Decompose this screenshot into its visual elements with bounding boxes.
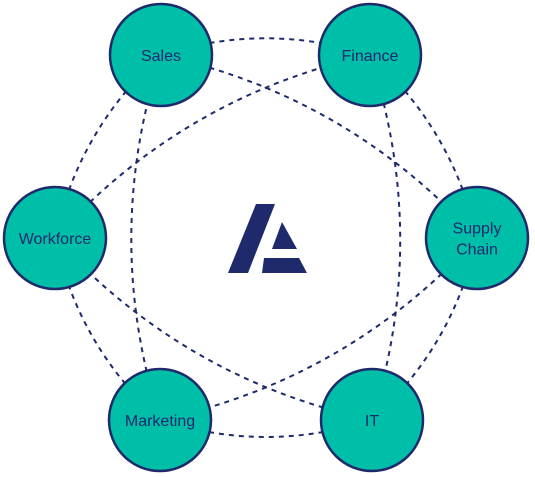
connector-workforce-finance — [54, 54, 371, 239]
logo-inner-triangle — [272, 222, 297, 249]
node-workforce-circle — [2, 185, 108, 291]
logo-lower-bar — [262, 258, 307, 273]
connector-supply-chain-marketing — [159, 237, 478, 421]
connector-sales-supply-chain — [160, 54, 478, 239]
connector-it-workforce — [54, 237, 373, 421]
node-it-circle — [319, 367, 425, 473]
connector-marketing-sales — [130, 54, 162, 421]
node-sales-circle — [108, 2, 214, 108]
node-finance-circle — [317, 2, 423, 108]
node-finance-label: Finance — [342, 48, 399, 65]
connector-finance-it — [369, 54, 402, 421]
node-sales: Sales — [108, 2, 214, 108]
node-workforce-label: Workforce — [19, 231, 92, 248]
node-marketing-circle — [107, 367, 213, 473]
node-marketing-label: Marketing — [125, 413, 195, 430]
node-supply-chain-circle — [424, 185, 530, 291]
connector-lines — [54, 37, 478, 438]
node-supply-chain-label: Supply — [453, 221, 502, 238]
stylized-letter-a-logo-icon — [228, 204, 307, 273]
node-it: IT — [319, 367, 425, 473]
node-marketing: Marketing — [107, 367, 213, 473]
node-finance: Finance — [317, 2, 423, 108]
logo-left-stroke — [228, 204, 275, 273]
node-workforce: Workforce — [2, 185, 108, 291]
node-sales-label: Sales — [141, 48, 181, 65]
node-supply-chain-label: Chain — [456, 242, 498, 259]
node-it-label: IT — [365, 413, 379, 430]
